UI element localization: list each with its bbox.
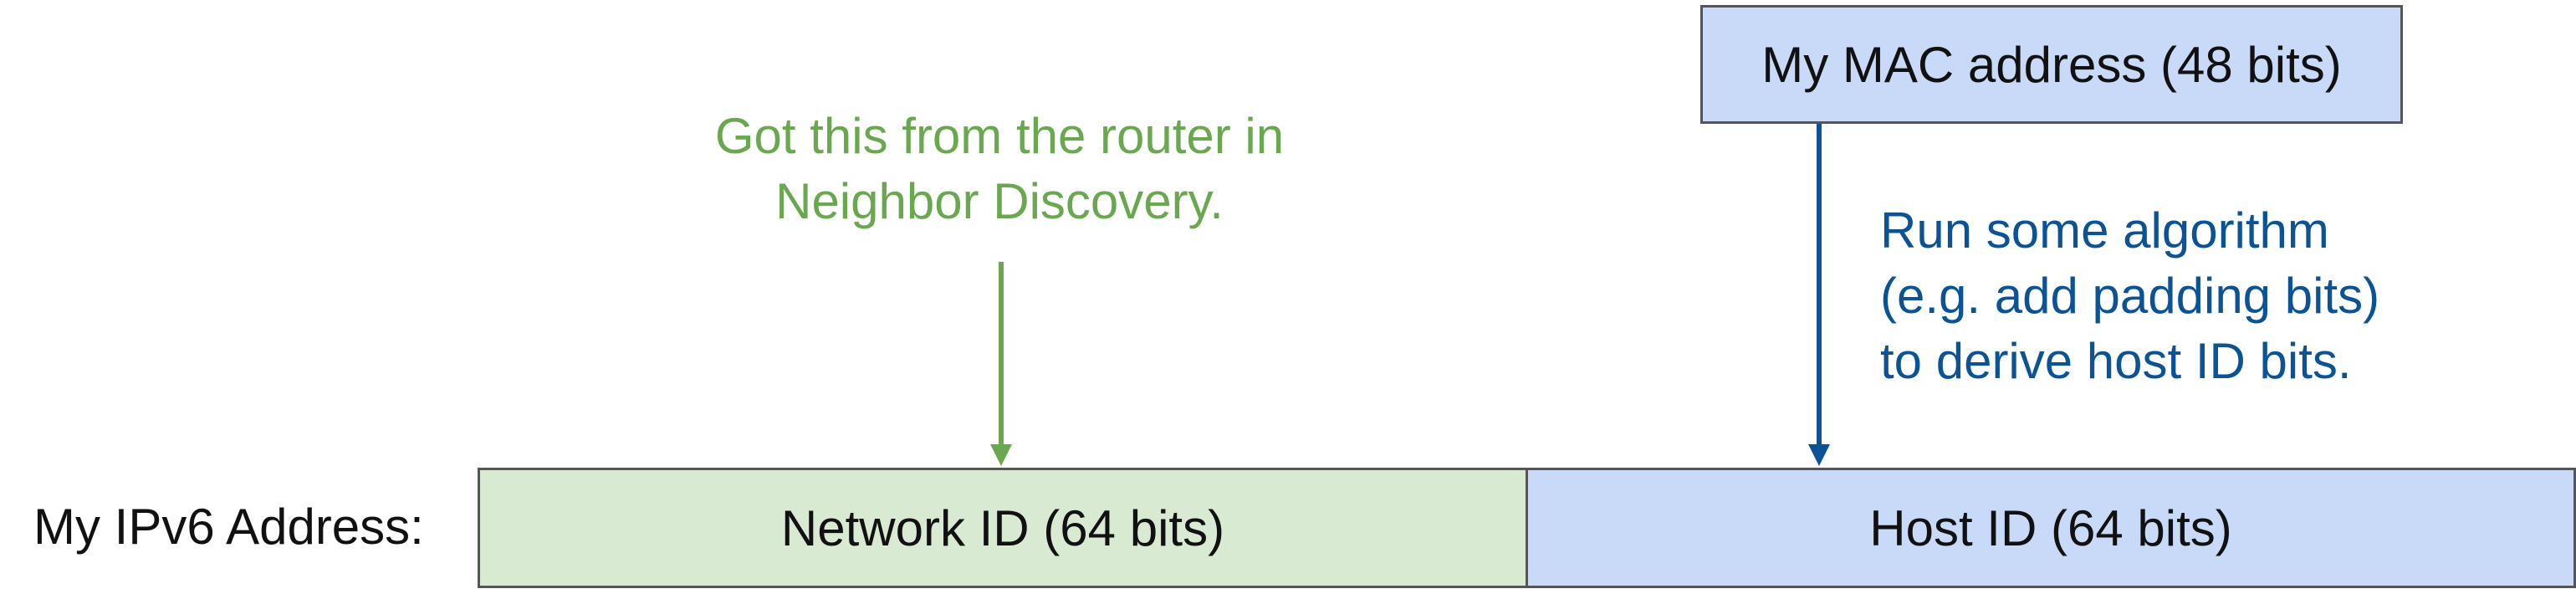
router-note-line-1: Got this from the router in [714, 108, 1285, 164]
algorithm-note: Run some algorithm (e.g. add padding bit… [1880, 198, 2379, 394]
mac-to-host-arrow [1808, 124, 1830, 466]
router-note-line-2: Neighbor Discovery. [775, 173, 1224, 229]
router-note: Got this from the router in Neighbor Dis… [644, 104, 1355, 234]
host-id-box: Host ID (64 bits) [1526, 468, 2576, 588]
algorithm-note-line-3: to derive host ID bits. [1880, 333, 2352, 389]
mac-address-label: My MAC address (48 bits) [1761, 36, 2342, 93]
network-id-label: Network ID (64 bits) [780, 499, 1225, 556]
router-arrow [990, 262, 1012, 466]
network-id-box: Network ID (64 bits) [478, 468, 1528, 588]
mac-address-box: My MAC address (48 bits) [1700, 5, 2403, 124]
ipv6-address-label: My IPv6 Address: [33, 499, 424, 555]
algorithm-note-line-2: (e.g. add padding bits) [1880, 268, 2380, 324]
host-id-label: Host ID (64 bits) [1869, 499, 2232, 556]
algorithm-note-line-1: Run some algorithm [1880, 202, 2329, 259]
